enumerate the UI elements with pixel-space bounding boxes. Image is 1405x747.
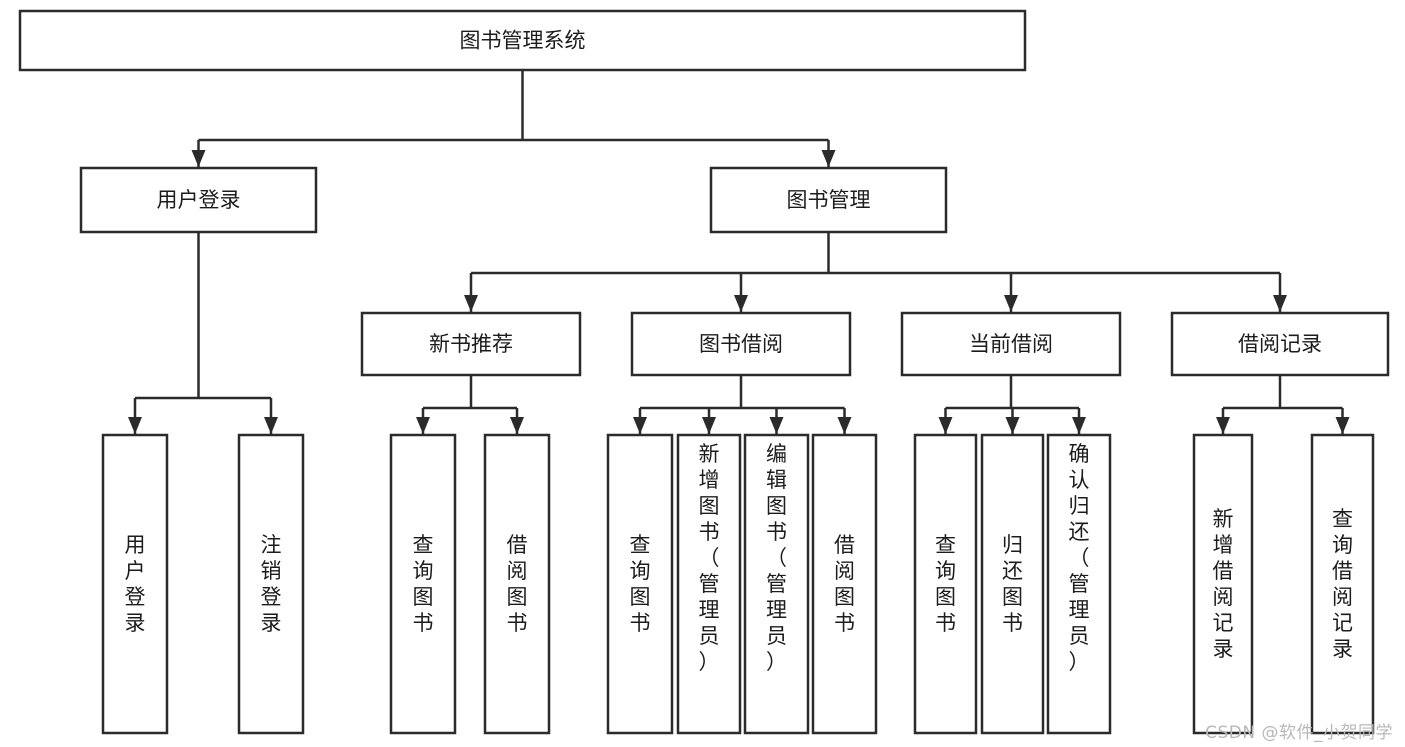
node-box [676,433,742,735]
node-box [18,9,1027,72]
node-leaf-新增借阅记录[interactable]: 新增借阅记录 [1192,433,1254,735]
node-level2-用户登录[interactable]: 用户登录 [79,166,318,234]
arrow-head-icon [769,417,784,434]
arrow-head-icon [1216,417,1230,434]
node-box [709,166,948,234]
node-label: 图书管理 [787,188,871,212]
node-label: 用户登录 [157,188,241,212]
node-level3-图书借阅[interactable]: 图书借阅 [630,311,852,377]
nodes-layer: 图书管理系统用户登录图书管理新书推荐图书借阅当前借阅借阅记录用户登录注销登录查询… [18,9,1390,735]
node-label: 新增图书（管理员） [699,442,720,674]
node-label: 借阅图书 [834,533,855,635]
arrow-head-icon [416,417,430,434]
node-box [606,433,674,735]
node-root-图书管理系统[interactable]: 图书管理系统 [18,9,1027,72]
node-box [1310,433,1375,735]
arrow-head-icon [837,417,852,434]
arrow-head-icon [821,150,836,167]
node-label: 新书推荐 [429,332,513,356]
watermark-text: CSDN @软件_小贺同学 [1205,723,1393,743]
arrow-head-icon [264,417,278,434]
node-box [630,311,852,377]
node-level2-图书管理[interactable]: 图书管理 [709,166,948,234]
node-label: 当前借阅 [969,332,1053,356]
node-box [483,433,551,735]
node-leaf-查询图书[interactable]: 查询图书 [389,433,457,735]
node-box [811,433,878,735]
node-box [389,433,457,735]
node-label: 确认归还（管理员） [1069,442,1090,674]
node-leaf-借阅图书[interactable]: 借阅图书 [483,433,551,735]
node-box [237,433,305,735]
node-level3-借阅记录[interactable]: 借阅记录 [1170,311,1390,377]
node-box [101,433,169,735]
node-box [743,433,810,735]
node-level3-当前借阅[interactable]: 当前借阅 [900,311,1122,377]
node-label: 用户登录 [125,533,146,635]
node-leaf-查询借阅记录[interactable]: 查询借阅记录 [1310,433,1375,735]
node-label: 查询借阅记录 [1332,507,1353,661]
node-label: 查询图书 [413,533,434,635]
node-leaf-注销登录[interactable]: 注销登录 [237,433,305,735]
connectors-layer [128,70,1350,434]
arrow-head-icon [1072,417,1086,434]
arrow-head-icon [734,295,748,312]
arrow-head-icon [1335,417,1350,434]
node-leaf-确认归还管理员[interactable]: 确认归还（管理员） [1046,433,1112,735]
node-box [980,433,1045,735]
arrow-head-icon [938,417,953,434]
node-box [913,433,978,735]
node-label: 新增借阅记录 [1213,507,1234,661]
node-box [79,166,318,234]
node-leaf-用户登录[interactable]: 用户登录 [101,433,169,735]
arrow-head-icon [1273,295,1287,312]
node-box [1192,433,1254,735]
node-leaf-归还图书[interactable]: 归还图书 [980,433,1045,735]
arrow-head-icon [633,417,647,434]
arrow-head-icon [128,417,142,434]
node-leaf-新增图书管理员[interactable]: 新增图书（管理员） [676,433,742,735]
arrow-head-icon [1004,295,1018,312]
node-label: 借阅图书 [507,533,528,635]
node-label: 图书管理系统 [460,29,586,53]
node-box [900,311,1122,377]
node-label: 图书借阅 [699,332,783,356]
node-leaf-编辑图书管理员[interactable]: 编辑图书（管理员） [743,433,810,735]
node-box [1170,311,1390,377]
node-leaf-借阅图书[interactable]: 借阅图书 [811,433,878,735]
node-label: 查询图书 [630,533,651,635]
arrow-head-icon [464,295,478,312]
node-label: 注销登录 [261,533,282,635]
node-box [1046,433,1112,735]
arrow-head-icon [510,417,524,434]
node-label: 归还图书 [1002,533,1023,635]
node-box [360,311,582,377]
node-label: 查询图书 [935,533,956,635]
node-label: 借阅记录 [1238,332,1322,356]
arrow-head-icon [702,417,716,434]
arrow-head-icon [1005,417,1020,434]
node-leaf-查询图书[interactable]: 查询图书 [913,433,978,735]
arrow-head-icon [191,150,206,167]
node-label: 编辑图书（管理员） [766,442,787,674]
node-level3-新书推荐[interactable]: 新书推荐 [360,311,582,377]
node-leaf-查询图书[interactable]: 查询图书 [606,433,674,735]
